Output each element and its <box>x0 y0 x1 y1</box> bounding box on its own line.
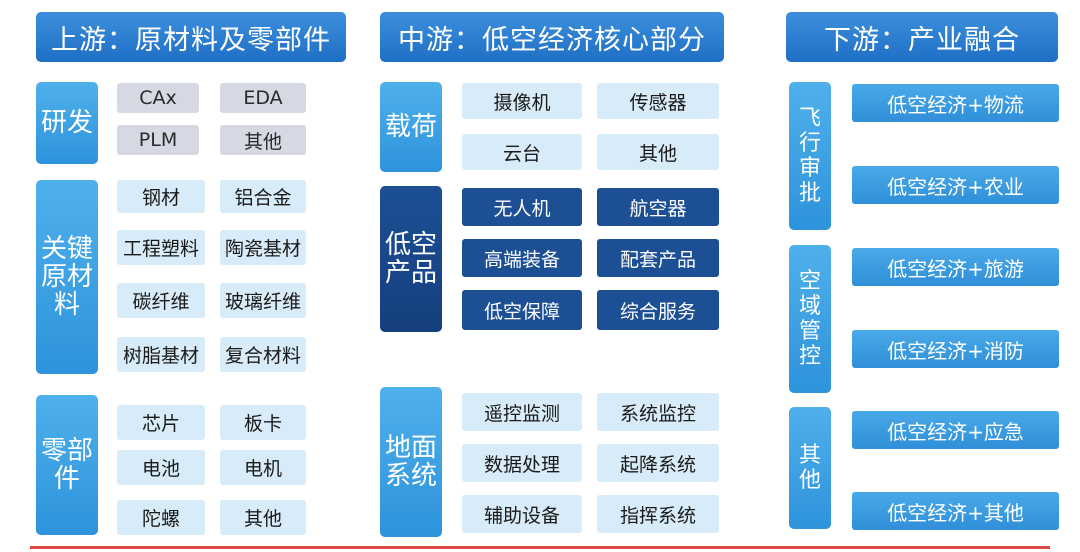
upstream-header: 上游：原材料及零部件 <box>36 12 346 62</box>
midstream-ground-item: 系统监控 <box>597 393 719 431</box>
upstream-material-item: 工程塑料 <box>117 230 205 265</box>
upstream-rd-item: EDA <box>220 83 306 113</box>
downstream-approval-item: 低空经济+物流 <box>852 84 1059 122</box>
downstream-other-item: 低空经济+其他 <box>852 492 1059 530</box>
upstream-part-item: 板卡 <box>220 405 306 440</box>
midstream-ground-item: 数据处理 <box>462 444 582 482</box>
midstream-product-item: 综合服务 <box>597 290 719 330</box>
upstream-part-item: 其他 <box>220 500 306 535</box>
upstream-part-item: 电机 <box>220 450 306 485</box>
downstream-header: 下游：产业融合 <box>786 12 1058 62</box>
upstream-part-item: 陀螺 <box>117 500 205 535</box>
upstream-material-item: 复合材料 <box>220 337 306 372</box>
upstream-rd-item: 其他 <box>220 125 306 155</box>
upstream-part-item: 芯片 <box>117 405 205 440</box>
upstream-material-item: 树脂基材 <box>117 337 205 372</box>
upstream-material-item: 钢材 <box>117 180 205 213</box>
downstream-airspace-item: 低空经济+旅游 <box>852 248 1059 286</box>
upstream-rd-label: 研发 <box>36 82 98 164</box>
downstream-airspace-label: 空域管控 <box>789 245 831 393</box>
upstream-material-item: 陶瓷基材 <box>220 230 306 265</box>
downstream-approval-label: 飞行审批 <box>789 82 831 230</box>
upstream-part-item: 电池 <box>117 450 205 485</box>
midstream-ground-item: 辅助设备 <box>462 495 582 533</box>
upstream-materials-label: 关键原材料 <box>36 180 98 374</box>
downstream-other-item: 低空经济+应急 <box>852 411 1059 449</box>
midstream-product-item: 低空保障 <box>462 290 582 330</box>
midstream-ground-label: 地面系统 <box>380 387 442 537</box>
downstream-other-label: 其他 <box>789 407 831 529</box>
downstream-approval-item: 低空经济+农业 <box>852 166 1059 204</box>
midstream-product-item: 无人机 <box>462 188 582 226</box>
midstream-payload-item: 摄像机 <box>462 83 582 119</box>
bottom-divider <box>30 546 1050 549</box>
upstream-material-item: 玻璃纤维 <box>220 283 306 318</box>
midstream-product-item: 高端装备 <box>462 239 582 277</box>
midstream-ground-item: 起降系统 <box>597 444 719 482</box>
midstream-product-item: 配套产品 <box>597 239 719 277</box>
midstream-ground-item: 指挥系统 <box>597 495 719 533</box>
midstream-payload-item: 云台 <box>462 134 582 170</box>
downstream-airspace-item: 低空经济+消防 <box>852 330 1059 368</box>
midstream-payload-item: 其他 <box>597 134 719 170</box>
upstream-rd-item: CAx <box>117 83 199 113</box>
midstream-ground-item: 遥控监测 <box>462 393 582 431</box>
midstream-header: 中游：低空经济核心部分 <box>380 12 724 62</box>
midstream-payload-label: 载荷 <box>380 82 442 172</box>
midstream-payload-item: 传感器 <box>597 83 719 119</box>
upstream-parts-label: 零部件 <box>36 395 98 535</box>
midstream-product-item: 航空器 <box>597 188 719 226</box>
upstream-material-item: 碳纤维 <box>117 283 205 318</box>
upstream-material-item: 铝合金 <box>220 180 306 213</box>
midstream-product-label: 低空产品 <box>380 186 442 332</box>
upstream-rd-item: PLM <box>117 125 199 155</box>
